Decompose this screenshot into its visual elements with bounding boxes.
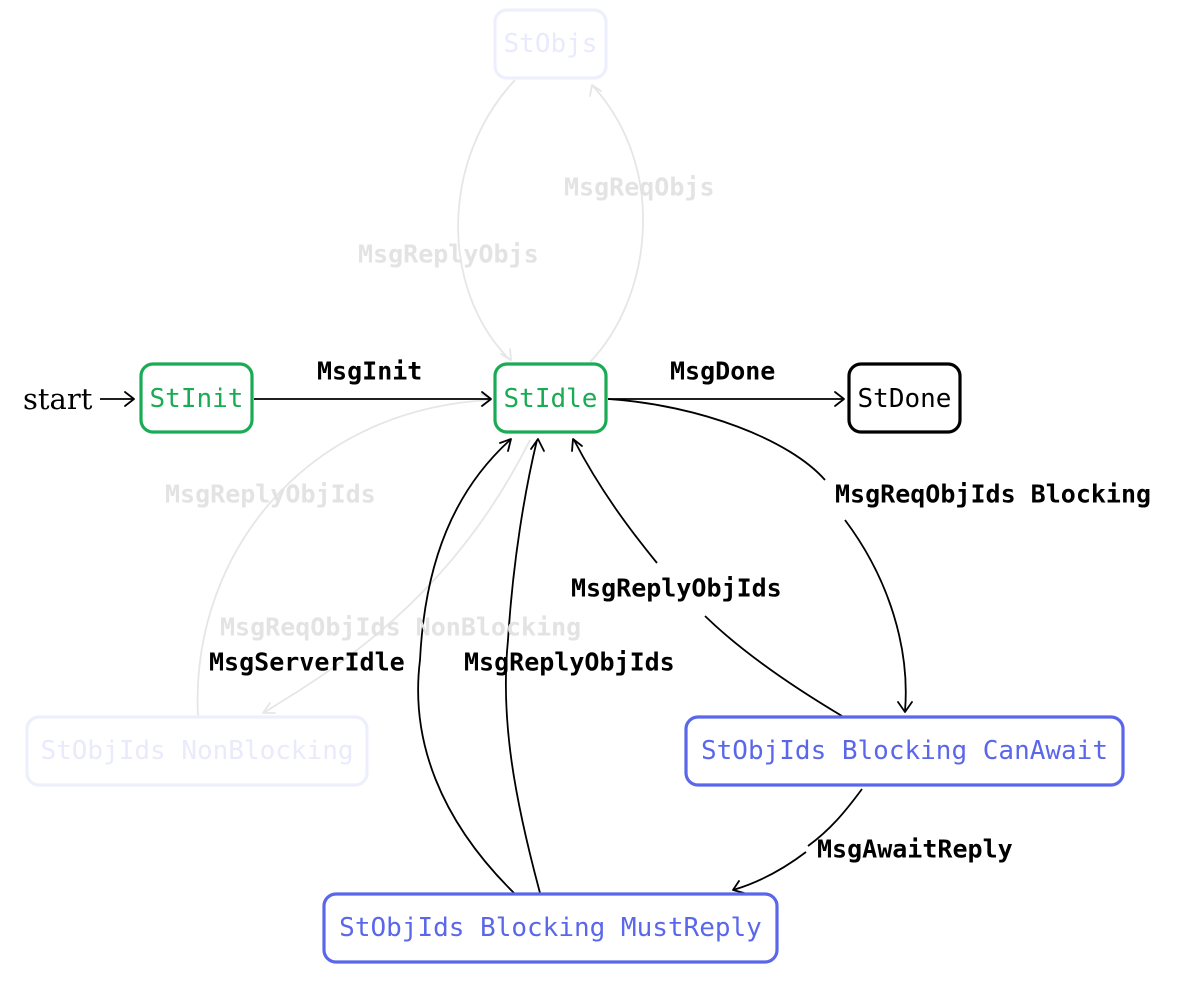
label-msginit: MsgInit <box>317 357 422 386</box>
edge-msgreqobjids-nonblocking <box>299 439 531 691</box>
state-stdone-label: StDone <box>858 384 952 414</box>
label-msgreplyobjids-faded: MsgReplyObjIds <box>165 480 376 509</box>
state-stidle: StIdle <box>493 362 608 434</box>
edge-msgawaitreply-lower <box>732 851 807 891</box>
edge-msgreplyobjids-canawait-upper <box>573 439 658 564</box>
edge-msgreplyobjids-mustreply-arrowhead <box>530 438 545 452</box>
label-msgreqobjids-blocking: MsgReqObjIds Blocking <box>835 480 1151 509</box>
edge-msgreqobjids-blocking-lower <box>844 519 907 712</box>
state-stobjs-label: StObjs <box>504 29 598 59</box>
state-stobjids-nonblocking-label: StObjIds NonBlocking <box>40 736 353 766</box>
state-stidle-label: StIdle <box>504 384 598 414</box>
edge-msgserveridle <box>417 439 515 894</box>
edge-msgawaitreply-upper <box>807 788 863 847</box>
label-msgawaitreply: MsgAwaitReply <box>817 835 1013 864</box>
label-msgreplyobjids-mustreply: MsgReplyObjIds <box>464 648 675 677</box>
edge-msgdone-arrowhead <box>834 391 845 407</box>
edge-msgreqobjids-nonblocking-arrowhead <box>262 702 276 714</box>
edge-msgreplyobjs-arrowhead <box>500 348 512 361</box>
edge-msgreqobjids-nonblocking-tail <box>264 689 301 713</box>
label-msgreqobjs: MsgReqObjs <box>564 173 715 202</box>
start-label: start <box>23 382 93 416</box>
edge-msgreplyobjids-canawait-arrowhead <box>571 438 583 452</box>
label-msgreplyobjs: MsgReplyObjs <box>358 240 539 269</box>
edge-msgreplyobjids-canawait-lower <box>704 615 843 717</box>
edge-msgreplyobjs <box>457 79 516 361</box>
edge-msgreqobjids-blocking <box>607 398 826 481</box>
state-stdone: StDone <box>847 362 962 434</box>
state-stobjids-nonblocking: StObjIds NonBlocking <box>25 715 369 787</box>
state-stobjids-blocking-canawait: StObjIds Blocking CanAwait <box>684 715 1125 787</box>
edge-msgreplyobjids-mustreply <box>504 439 541 894</box>
state-stinit-label: StInit <box>150 384 244 414</box>
edge-msgawaitreply-arrowhead <box>732 880 745 894</box>
state-stinit: StInit <box>139 362 254 434</box>
label-msgserveridle: MsgServerIdle <box>209 648 405 677</box>
edge-start-arrowhead <box>124 391 135 407</box>
state-stobjids-blocking-canawait-label: StObjIds Blocking CanAwait <box>701 736 1108 766</box>
edge-msgreqobjids-blocking-arrowhead <box>897 701 913 713</box>
edge-msgreqobjs-arrowhead <box>589 84 602 97</box>
edge-msgserveridle-arrowhead <box>499 438 512 452</box>
state-stobjs: StObjs <box>493 8 608 80</box>
edge-msgreplyobjids-faded <box>196 399 491 717</box>
label-msgreplyobjids-canawait: MsgReplyObjIds <box>571 574 782 603</box>
label-msgdone: MsgDone <box>670 357 775 386</box>
edge-msginit-arrowhead <box>481 391 492 407</box>
label-msgreqobjids-nonblocking: MsgReqObjIds NonBlocking <box>220 613 581 642</box>
edge-msgreqobjs <box>589 84 644 363</box>
state-stobjids-blocking-mustreply: StObjIds Blocking MustReply <box>322 892 779 964</box>
state-stobjids-blocking-mustreply-label: StObjIds Blocking MustReply <box>339 913 762 943</box>
